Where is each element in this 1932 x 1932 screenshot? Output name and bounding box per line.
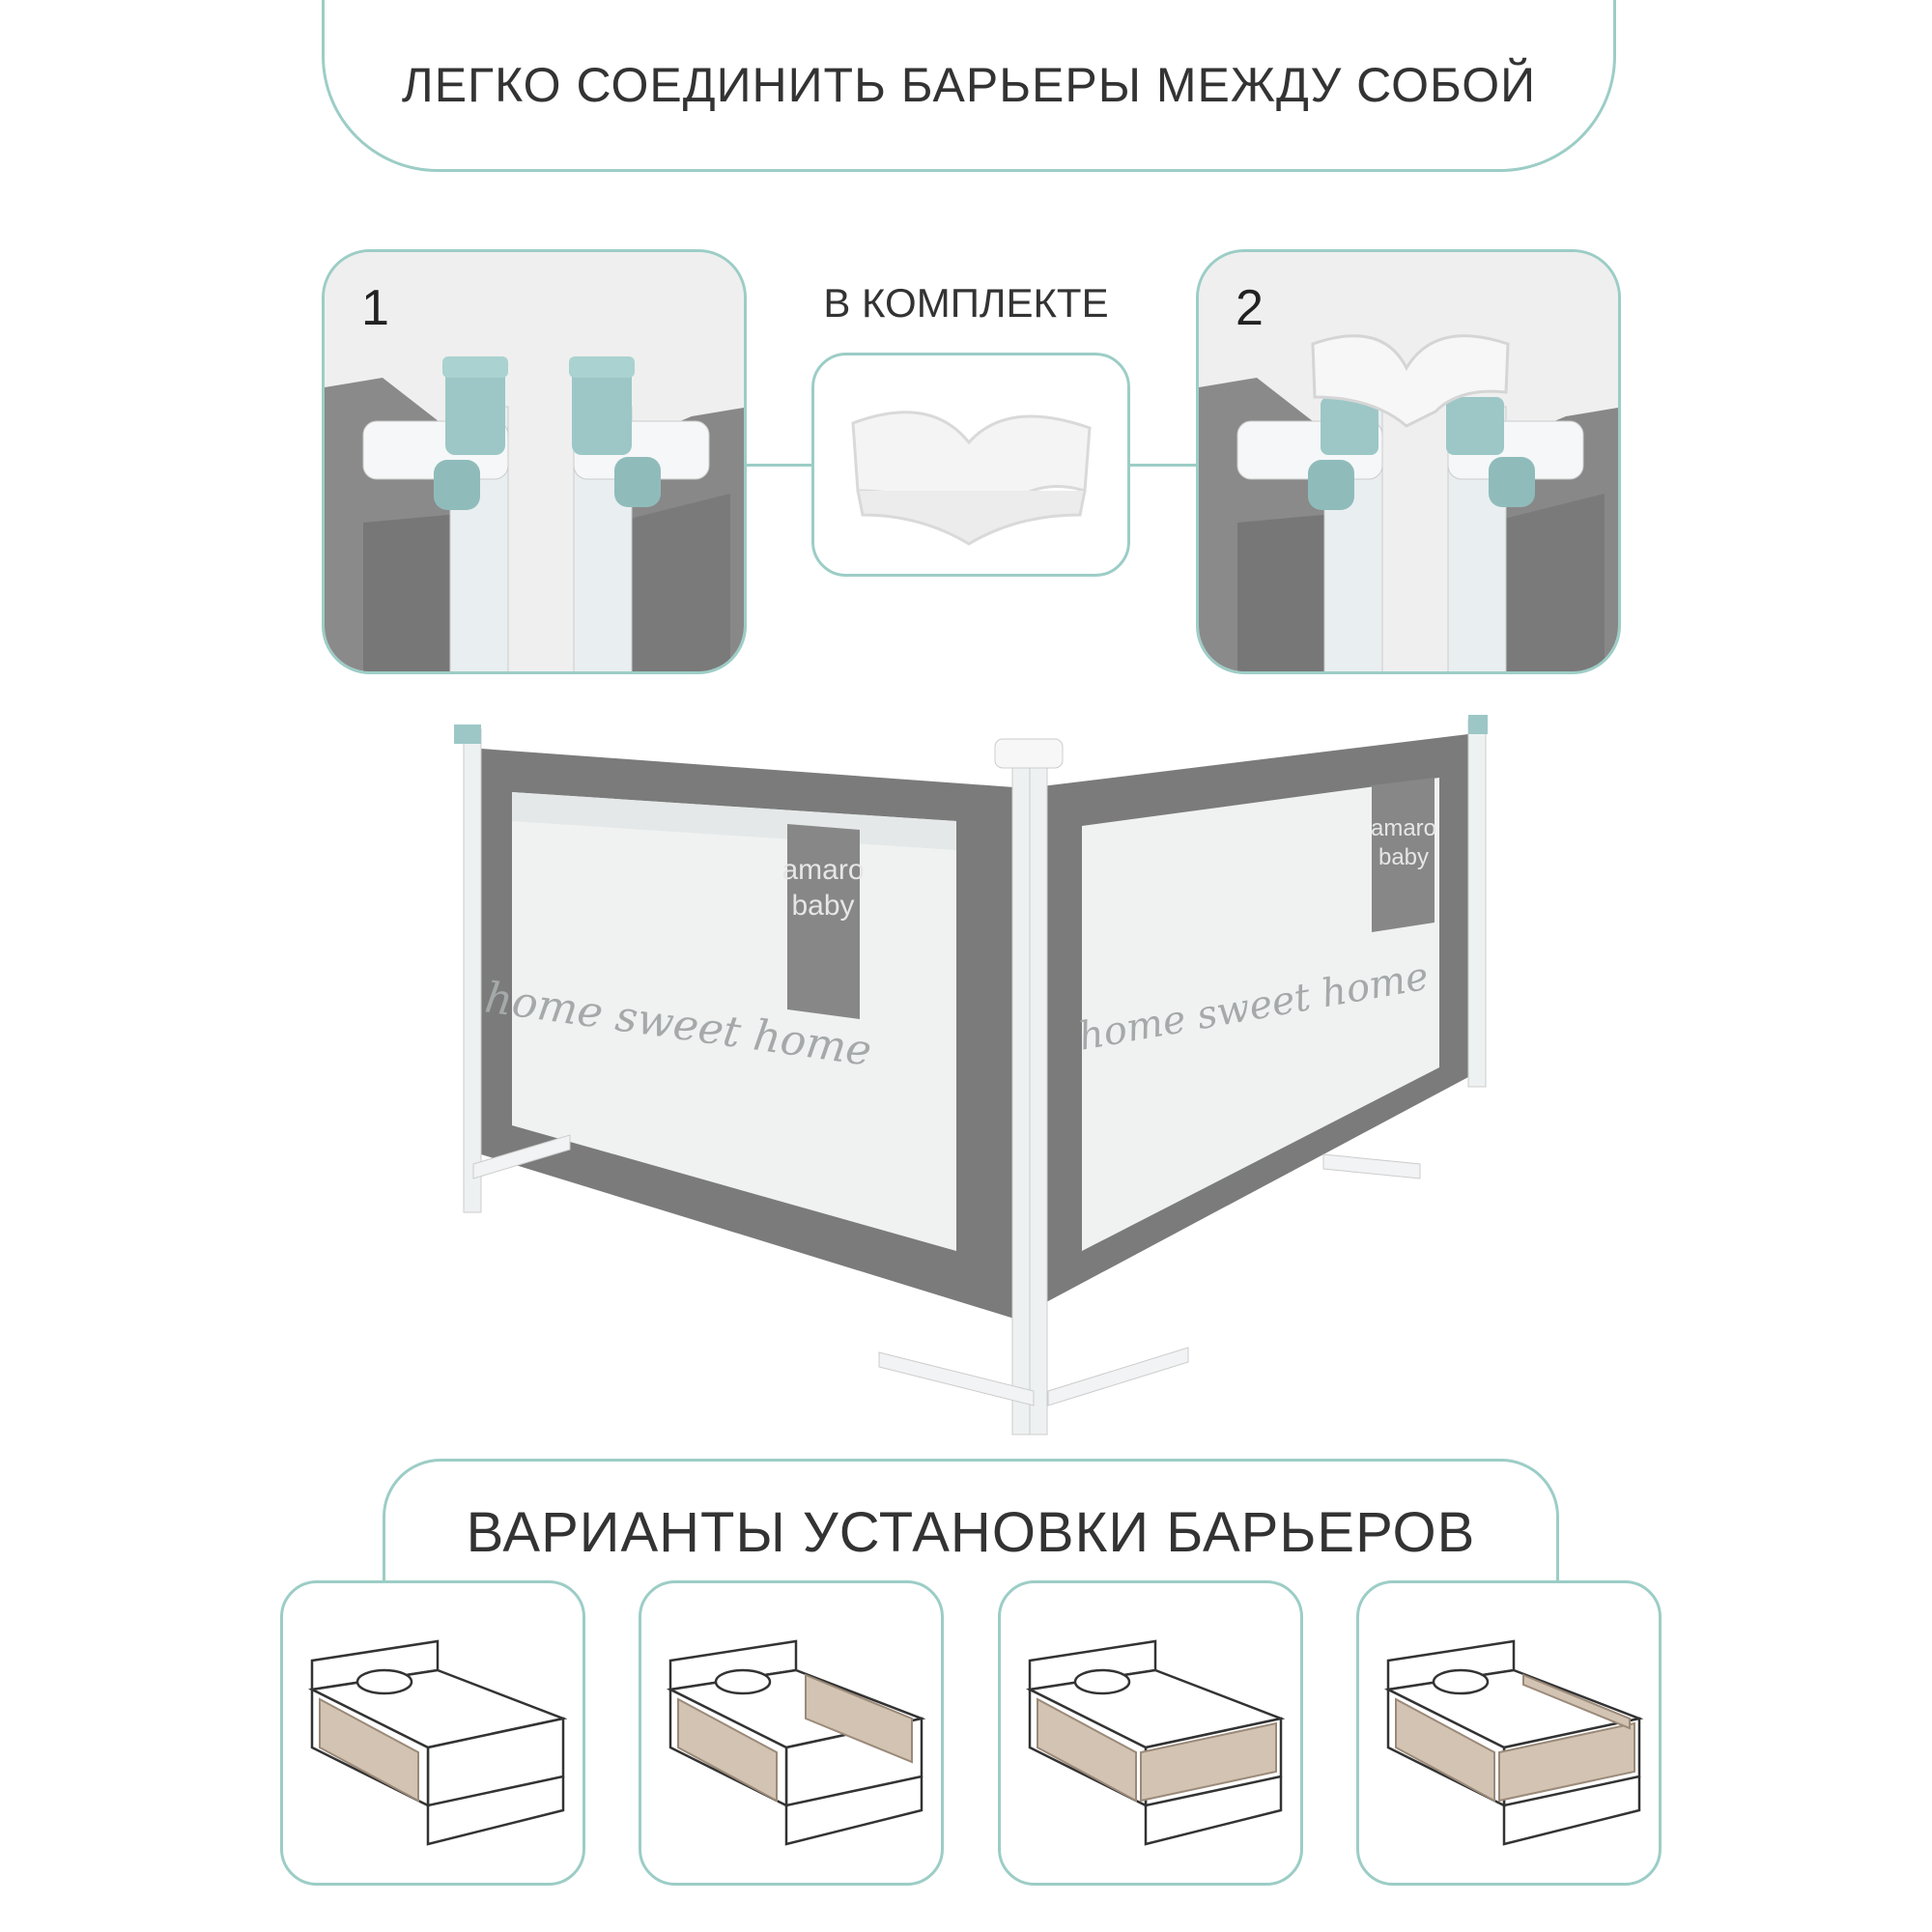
variants-section-title: ВАРИАНТЫ УСТАНОВКИ БАРЬЕРОВ — [466, 1501, 1476, 1564]
variant-card-three-sides — [1356, 1580, 1662, 1886]
brand-line2: baby — [791, 890, 854, 922]
left-barrier-panel — [481, 749, 1014, 1319]
corner-connector-icon — [851, 411, 1092, 546]
top-banner: ЛЕГКО СОЕДИНИТЬ БАРЬЕРЫ МЕЖДУ СОБОЙ — [322, 0, 1616, 172]
step-number-2: 2 — [1236, 280, 1264, 336]
connector-joined-illustration — [1199, 252, 1618, 671]
brand-line1: amaro — [781, 854, 864, 886]
variant-card-corner — [998, 1580, 1303, 1886]
brand-line2-right: baby — [1378, 844, 1429, 870]
bed-variant-two-parallel-icon — [666, 1639, 926, 1846]
variant-card-two-parallel — [639, 1580, 944, 1886]
step-number-1: 1 — [361, 280, 389, 336]
brand-line1-right: amaro — [1371, 815, 1436, 841]
connector-line-left — [747, 464, 811, 467]
bed-variant-three-sides-icon — [1383, 1639, 1644, 1846]
variants-section-header: ВАРИАНТЫ УСТАНОВКИ БАРЬЕРОВ — [383, 1459, 1559, 1594]
bed-variant-corner-icon — [1025, 1639, 1286, 1846]
connector-line-right — [1130, 464, 1196, 467]
detail-step-1: 1 — [322, 249, 747, 674]
right-barrier-panel — [1034, 734, 1468, 1309]
bed-variant-one-side-icon — [307, 1639, 568, 1846]
header-title: ЛЕГКО СОЕДИНИТЬ БАРЬЕРЫ МЕЖДУ СОБОЙ — [401, 57, 1537, 112]
detail-step-2: 2 — [1196, 249, 1621, 674]
included-label: В КОМПЛЕКТЕ — [823, 280, 1109, 326]
bed-barrier-product-image: amaro baby amaro baby home sweet home ho… — [454, 715, 1488, 1435]
connector-open-illustration — [325, 252, 744, 671]
included-item-box — [811, 353, 1130, 577]
variant-card-one-side — [280, 1580, 585, 1886]
